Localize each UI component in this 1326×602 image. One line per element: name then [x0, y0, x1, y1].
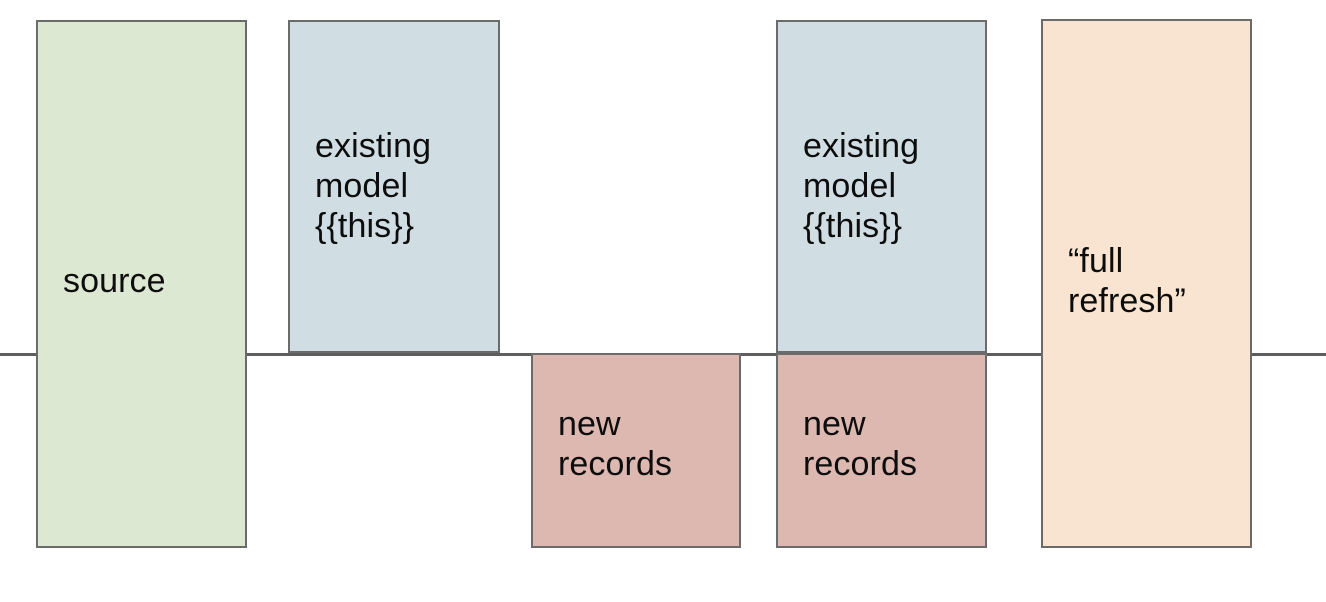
- block-existing-model-1[interactable]: existing model {{this}}: [288, 20, 500, 353]
- block-full-refresh[interactable]: “full refresh”: [1041, 19, 1252, 548]
- block-new-records-1-label: new records: [558, 405, 673, 484]
- block-new-records-2-label: new records: [803, 405, 918, 484]
- block-existing-model-1-label: existing model {{this}}: [315, 127, 432, 246]
- block-new-records-1[interactable]: new records: [531, 353, 741, 548]
- block-source-label: source: [63, 261, 166, 300]
- block-source[interactable]: source: [36, 20, 247, 548]
- block-existing-model-2-label: existing model {{this}}: [803, 127, 920, 246]
- block-new-records-2[interactable]: new records: [776, 353, 987, 548]
- block-full-refresh-label: “full refresh”: [1068, 242, 1186, 321]
- block-existing-model-2[interactable]: existing model {{this}}: [776, 20, 987, 353]
